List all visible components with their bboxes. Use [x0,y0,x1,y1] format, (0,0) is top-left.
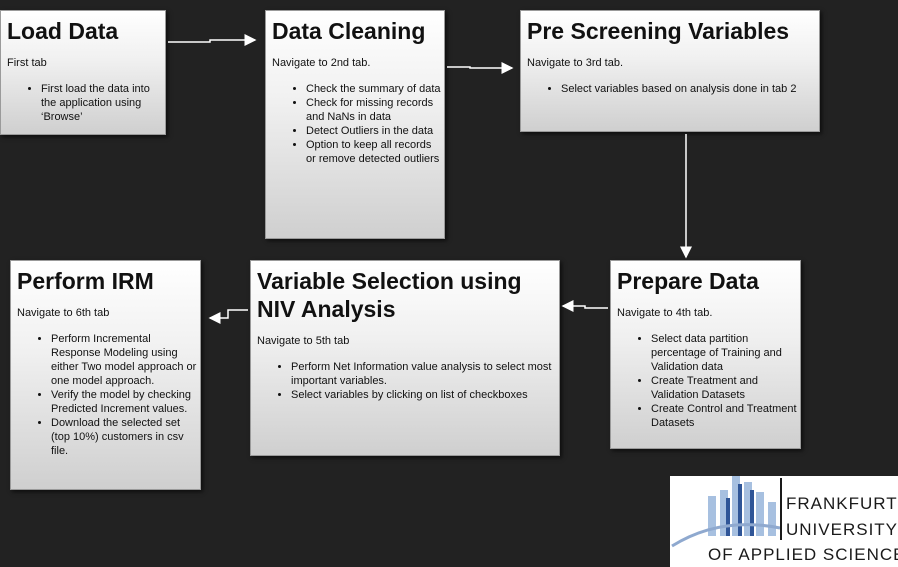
step-title: Data Cleaning [272,18,426,44]
university-logo: FRANKFURT UNIVERSITY OF APPLIED SCIENCES [670,476,898,567]
step-bullets: Select variables based on analysis done … [521,82,819,96]
bullet-item: Perform Incremental Response Modeling us… [51,332,200,388]
step-title: Load Data [7,18,119,44]
step-bullets: Check the summary of data Check for miss… [266,82,444,166]
logo-text-line2: UNIVERSITY [786,520,898,539]
arrow-cleaning-to-prescreening [447,62,514,74]
bullet-item: Select variables by clicking on list of … [291,388,559,402]
bullet-item: Perform Net Information value analysis t… [291,360,559,388]
step-box-variable-selection: Variable Selection using NIV Analysis Na… [250,260,560,456]
bullet-item: Check for missing records and NaNs in da… [306,96,444,124]
step-title: Perform IRM [17,268,154,294]
step-bullets: Perform Net Information value analysis t… [251,360,559,402]
bullet-item: Create Treatment and Validation Datasets [651,374,800,402]
step-box-data-cleaning: Data Cleaning Navigate to 2nd tab. Check… [265,10,445,239]
step-subtitle: Navigate to 4th tab. [617,307,713,319]
step-box-pre-screening: Pre Screening Variables Navigate to 3rd … [520,10,820,132]
arrow-selection-to-irm [208,309,248,324]
step-box-load-data: Load Data First tab First load the data … [0,10,166,135]
bullet-text: First load the data into the application… [41,83,150,123]
step-title: Variable Selection using NIV Analysis [257,268,522,322]
arrow-prepare-to-selection [561,300,608,312]
bullet-item: Create Control and Treatment Datasets [651,402,800,430]
bullet-item: Verify the model by checking Predicted I… [51,388,200,416]
bullet-item: Check the summary of data [306,82,444,96]
bullet-item: Select variables based on analysis done … [561,82,819,96]
bullet-item: Download the selected set (top 10%) cust… [51,416,200,458]
step-title: Prepare Data [617,268,759,294]
logo-mark-icon [671,476,782,548]
step-subtitle: Navigate to 6th tab [17,307,110,319]
arrow-load-to-cleaning [168,34,257,46]
step-subtitle: Navigate to 2nd tab. [272,57,371,69]
bullet-item: Option to keep all records or remove det… [306,138,444,166]
step-box-prepare-data: Prepare Data Navigate to 4th tab. Select… [610,260,801,449]
bullet-item: Select data partition percentage of Trai… [651,332,800,374]
step-bullets: Perform Incremental Response Modeling us… [11,332,200,458]
step-title: Pre Screening Variables [527,18,790,44]
step-subtitle: Navigate to 5th tab [257,335,350,347]
step-box-perform-irm: Perform IRM Navigate to 6th tab Perform … [10,260,201,490]
step-subtitle: Navigate to 3rd tab. [527,57,624,69]
step-bullets: Select data partition percentage of Trai… [611,332,800,430]
bullet-item: Detect Outliers in the data [306,124,444,138]
step-bullets: First load the data into the application… [1,82,165,124]
step-subtitle: First tab [7,57,47,69]
logo-text-line1: FRANKFURT [786,494,898,513]
logo-text-line3: OF APPLIED SCIENCES [708,545,898,564]
bullet-item: First load the data into the application… [41,82,165,124]
